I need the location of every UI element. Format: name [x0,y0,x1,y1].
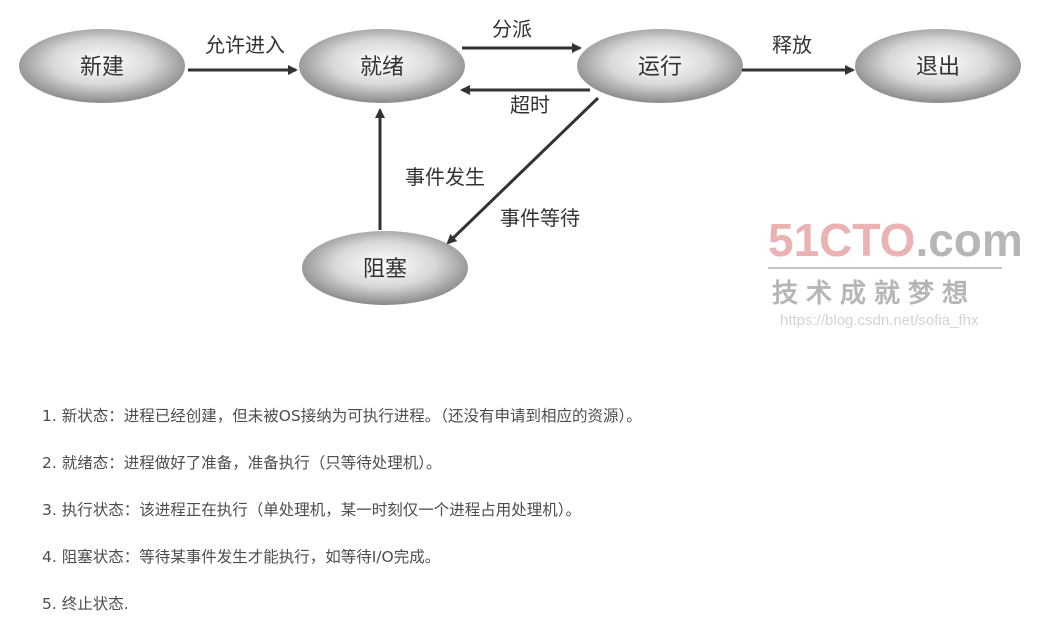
edge-label-dispatch: 分派 [492,17,532,41]
watermark-brand-gray: .com [915,214,1022,266]
edge-label-release: 释放 [772,33,812,57]
node-exit-label: 退出 [916,55,960,80]
watermark-slogan: 技术成就梦想 [772,279,976,309]
edge-label-event-wait: 事件等待 [500,206,580,230]
list-item: 1. 新状态：进程已经创建，但未被OS接纳为可执行进程。（还没有申请到相应的资源… [42,407,642,425]
process-state-diagram: 新建 就绪 运行 退出 阻塞 允许进入 分派 超时 释放 事件等待 事件发生 5… [19,17,1023,329]
states-list: 1. 新状态：进程已经创建，但未被OS接纳为可执行进程。（还没有申请到相应的资源… [42,404,642,639]
node-new: 新建 [19,29,185,103]
node-blocked: 阻塞 [302,231,468,305]
node-exit: 退出 [855,29,1021,103]
watermark-url: https://blog.csdn.net/sofia_fhx [780,312,979,329]
node-ready-label: 就绪 [360,55,404,80]
svg-text:51CTO.com: 51CTO.com [768,214,1023,266]
watermark-brand-red: 51CTO [768,214,915,266]
node-running-label: 运行 [638,55,682,80]
node-ready: 就绪 [299,29,465,103]
edge-label-event-occurs: 事件发生 [405,165,485,189]
arrow-event-wait [446,96,600,245]
list-item: 4. 阻塞状态：等待某事件发生才能执行，如等待I/O完成。 [42,548,441,566]
list-item: 5. 终止状态. [42,595,129,613]
list-item: 2. 就绪态：进程做好了准备，准备执行（只等待处理机）。 [42,454,442,472]
edge-label-timeout: 超时 [510,93,550,117]
node-running: 运行 [577,29,743,103]
watermark-logo: 51CTO.com 技术成就梦想 https://blog.csdn.net/s… [768,214,1023,329]
list-item: 3. 执行状态：该进程正在执行（单处理机，某一时刻仅一个进程占用处理机）。 [42,501,581,519]
node-new-label: 新建 [80,55,124,80]
node-blocked-label: 阻塞 [363,257,407,282]
edge-label-admit: 允许进入 [205,33,285,57]
